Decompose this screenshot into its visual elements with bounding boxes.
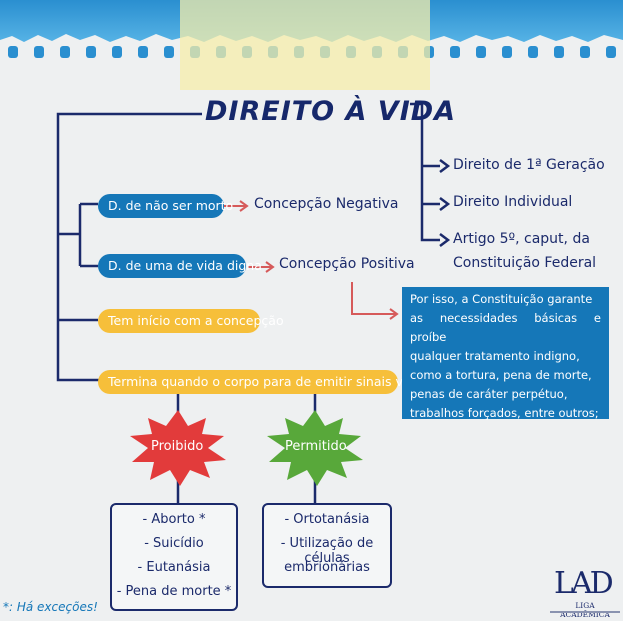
logo-mark: LAD (554, 566, 614, 601)
info-line-4: como a tortura, pena de morte, (410, 368, 592, 382)
info-box: Por isso, a Constituição garante as nece… (402, 287, 609, 420)
prohibited-item-3: - Eutanásia (137, 560, 211, 575)
branch-label-negative: D. de não ser morto (108, 198, 234, 213)
pill-beginning-label: Tem início com a concepção (108, 313, 284, 328)
info-line-2: as necessidades básicas e proíbe (410, 311, 601, 344)
pill-end-label: Termina quando o corpo para de emitir si… (108, 374, 429, 389)
info-line-6: trabalhos forçados, entre outros; (410, 406, 599, 420)
prohibited-item-2: - Suicídio (144, 536, 204, 551)
pill-beginning: Tem início com a concepção (98, 309, 284, 333)
prohibited-list: - Aborto * - Suicídio - Eutanásia - Pena… (110, 503, 238, 611)
prohibited-item-1: - Aborto * (142, 512, 206, 527)
logo: LAD LIGA ACADÊMICA (548, 566, 620, 619)
right-item-3: Artigo 5º, caput, da (453, 231, 590, 247)
logo-text: LIGA ACADÊMICA (560, 601, 610, 619)
pill-end: Termina quando o corpo para de emitir si… (98, 370, 429, 394)
permitted-item-3: embrionárias (284, 560, 370, 575)
branch-label-positive: D. de uma de vida digna (108, 258, 262, 273)
permitted-item-2: - Utilização de células (280, 536, 374, 566)
prohibited-item-4: - Pena de morte * (116, 584, 232, 599)
prohibited-label: Proibido (151, 439, 204, 454)
right-item-2: Direito Individual (453, 194, 573, 210)
permitted-list: - Ortotanásia - Utilização de células em… (262, 503, 392, 588)
right-item-4: Constituição Federal (453, 255, 597, 271)
logo-underline (550, 611, 620, 613)
right-item-1: Direito de 1ª Geração (453, 157, 605, 173)
tape-decoration (180, 0, 430, 90)
info-line-5: penas de caráter perpétuo, (410, 387, 568, 401)
concept-positive: Concepção Positiva (279, 256, 415, 272)
concept-negative: Concepção Negativa (254, 196, 399, 212)
footnote: *: Há exceções! (3, 600, 98, 614)
branch-pill-negative: D. de não ser morto (98, 194, 233, 218)
permitted-burst (267, 410, 363, 486)
info-line-3: qualquer tratamento indigno, (410, 349, 580, 363)
page-title: DIREITO À VIDA (205, 96, 457, 127)
prohibited-burst (130, 410, 226, 486)
permitted-item-1: - Ortotanásia (284, 512, 370, 527)
info-line-1: Por isso, a Constituição garante (410, 292, 593, 306)
branch-pill-positive: D. de uma de vida digna (98, 254, 262, 278)
permitted-label: Permitido (285, 439, 347, 454)
